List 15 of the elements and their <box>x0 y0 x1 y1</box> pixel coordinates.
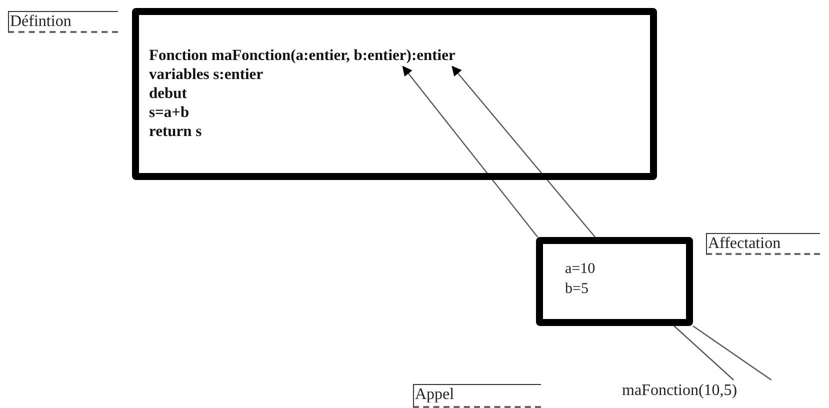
code-line: debut <box>149 84 187 103</box>
code-line: variables s:entier <box>149 65 264 84</box>
function-definition-box <box>132 8 657 180</box>
code-line: s=a+b <box>149 103 190 122</box>
section-label: Affectation <box>706 233 820 255</box>
code-line: Fonction maFonction(a:entier, b:entier):entier <box>149 46 456 65</box>
section-label: Appel <box>413 384 541 408</box>
code-line: return s <box>149 122 202 141</box>
arrow <box>402 66 538 238</box>
arrow <box>452 66 596 238</box>
function-call-text: maFonction(10,5) <box>622 380 738 402</box>
code-line: b=5 <box>565 280 588 299</box>
section-label: Défintion <box>8 11 118 33</box>
code-line: a=10 <box>565 260 596 279</box>
assignment-box <box>536 237 693 326</box>
